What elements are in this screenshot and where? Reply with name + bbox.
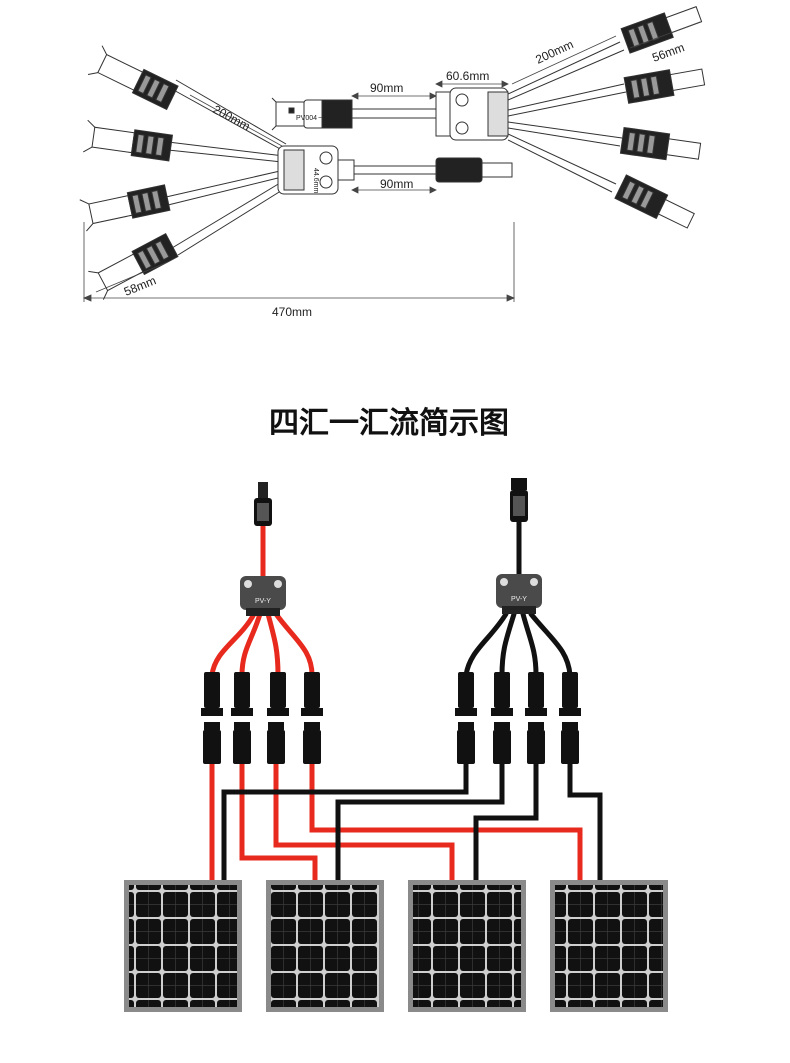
right-branch-cables [507, 41, 627, 193]
hub-height-label: 44.6mm [312, 168, 319, 193]
negative-hub [496, 574, 542, 614]
diagram-title: 四汇一汇流简示图 [269, 406, 509, 441]
right-branch-dimension: 200mm [533, 37, 575, 67]
negative-mark: − [318, 115, 322, 122]
bottom-connector: + [435, 157, 513, 183]
positive-mark: + [462, 170, 466, 177]
left-connectors [79, 45, 179, 300]
branch-connectors-lower [203, 722, 579, 764]
top-cable-dimension: 90mm [370, 81, 403, 95]
wiring-diagram: PV-Y PV-Y [124, 478, 668, 1012]
solar-panel-3 [408, 880, 526, 1012]
solar-panels [124, 880, 668, 1012]
dimension-lines [82, 21, 701, 302]
negative-harness [221, 517, 603, 883]
solar-panel-4 [550, 880, 668, 1012]
positive-output-connector [254, 482, 272, 526]
right-connectors [614, 6, 706, 229]
solar-panel-1 [124, 880, 242, 1012]
positive-hub-label: PV-Y [255, 598, 271, 605]
right-hub [435, 87, 509, 141]
positive-harness [209, 522, 583, 883]
dimension-drawing: 44.6mm + PV004 − [79, 6, 706, 302]
hub-width-dimension: 60.6mm [446, 69, 489, 83]
solar-panel-2 [266, 880, 384, 1012]
branch-connectors-upper [201, 672, 581, 716]
negative-output-connector [510, 478, 528, 522]
overall-length-dimension: 470mm [272, 305, 312, 319]
left-branch-dimension: 200mm [211, 102, 253, 133]
model-mark: PV004 [296, 115, 317, 122]
top-connector [271, 97, 353, 131]
negative-hub-label: PV-Y [511, 596, 527, 603]
positive-hub [240, 576, 286, 616]
left-branch-cables [165, 79, 287, 256]
bottom-cable-dimension: 90mm [380, 177, 413, 191]
left-hub [277, 145, 355, 195]
